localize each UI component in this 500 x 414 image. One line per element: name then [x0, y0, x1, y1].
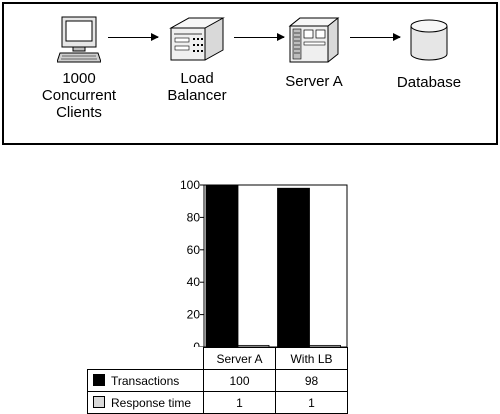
- table-row: Response time 1 1: [87, 391, 348, 414]
- chart-data-table: Server A With LB Transactions 100 98 Res…: [87, 347, 348, 414]
- y-tick-label: 40: [187, 275, 201, 289]
- y-tick-label: 60: [187, 243, 201, 257]
- legend-label: Transactions: [111, 373, 180, 388]
- table-cell: 100: [203, 369, 276, 392]
- node-database-label: Database: [396, 74, 462, 91]
- node-clients-label: 1000 Concurrent Clients: [41, 70, 117, 121]
- database-icon: [410, 19, 448, 61]
- y-tick-label: 80: [187, 210, 201, 224]
- bar-transactions: [205, 184, 239, 348]
- y-tick-label: 100: [180, 178, 200, 192]
- server-icon: [288, 17, 340, 63]
- architecture-diagram: 1000 Concurrent Clients Load Balancer: [2, 2, 498, 145]
- arrow-clients-to-lb: [108, 33, 159, 41]
- arrow-server-to-db: [350, 33, 401, 41]
- bar-transactions: [277, 187, 310, 348]
- legend-cell-transactions: Transactions: [87, 369, 204, 392]
- table-corner-cell: [87, 347, 204, 370]
- legend-swatch-response-time: [93, 395, 105, 408]
- table-cell: 1: [203, 391, 276, 414]
- node-server-a-label: Server A: [285, 73, 343, 90]
- node-clients: 1000 Concurrent Clients: [34, 16, 124, 121]
- table-row: Transactions 100 98: [87, 369, 348, 392]
- legend-cell-response-time: Response time: [87, 391, 204, 414]
- node-database: Database: [384, 18, 474, 91]
- legend-swatch-transactions: [93, 373, 105, 386]
- node-server-a: Server A: [269, 16, 359, 90]
- table-cell: 98: [275, 369, 348, 392]
- node-load-balancer-label: Load Balancer: [167, 70, 227, 104]
- table-category-header: Server A: [203, 347, 276, 370]
- table-category-header: With LB: [275, 347, 348, 370]
- table-cell: 1: [275, 391, 348, 414]
- node-load-balancer: Load Balancer: [152, 16, 242, 104]
- y-tick-label: 20: [187, 308, 201, 322]
- legend-label: Response time: [111, 395, 192, 410]
- computer-icon: [57, 16, 101, 63]
- load-balancer-icon: [169, 17, 225, 61]
- arrow-lb-to-server: [234, 33, 285, 41]
- table-header-row: Server A With LB: [87, 347, 348, 370]
